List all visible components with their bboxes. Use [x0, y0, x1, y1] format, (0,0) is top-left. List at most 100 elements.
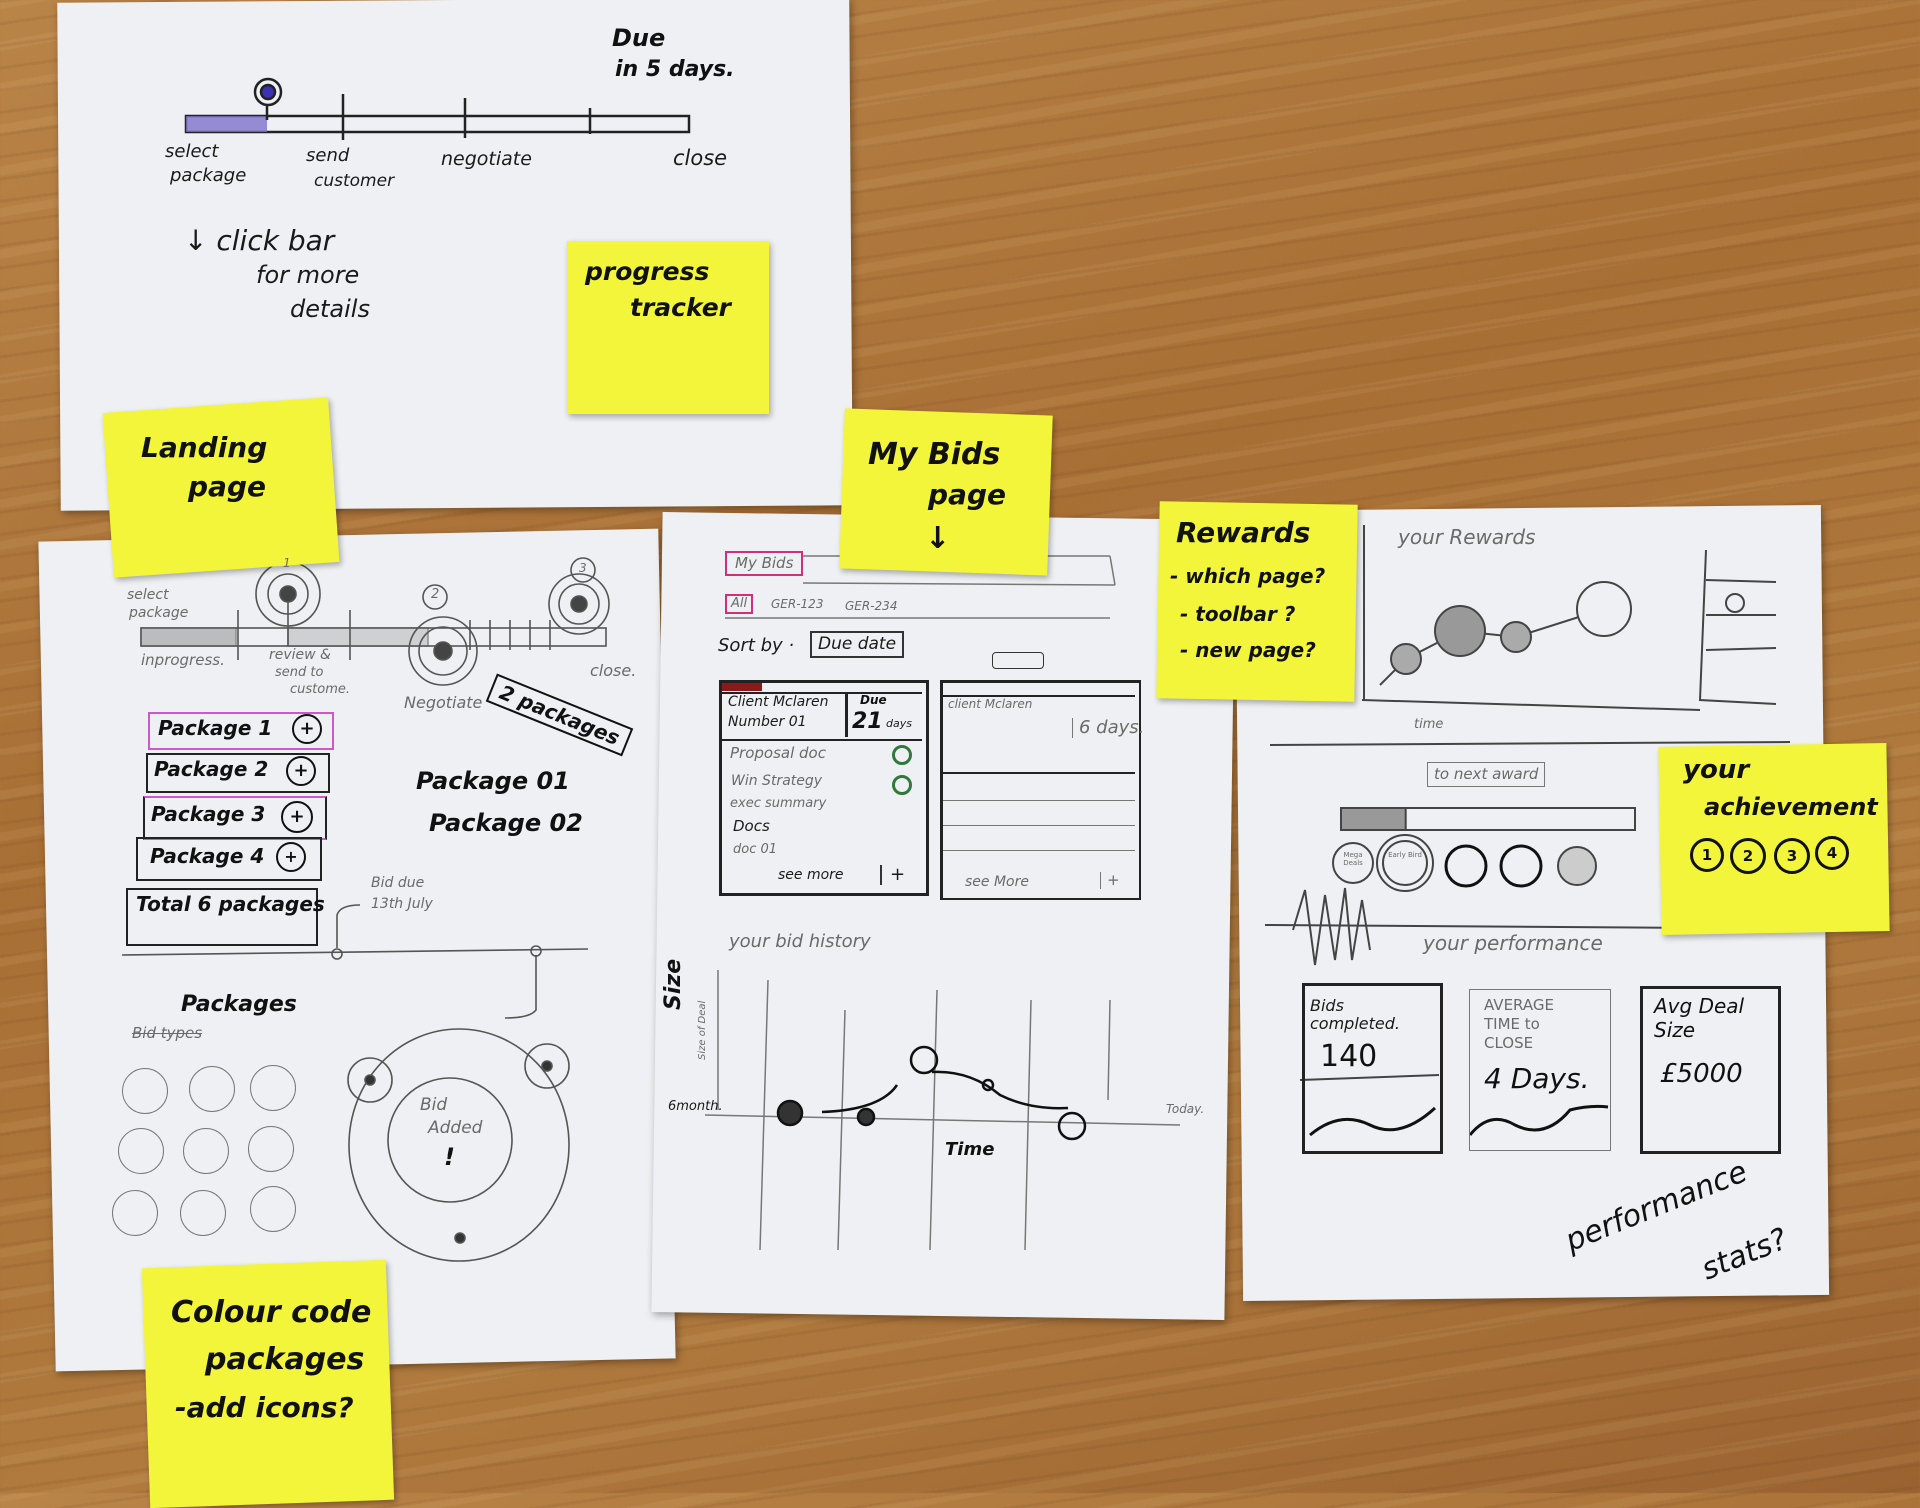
stage-label-negotiate[interactable]: negotiate — [441, 148, 532, 170]
package-icon[interactable] — [112, 1190, 158, 1236]
bid-card-2-row — [943, 825, 1135, 826]
sticky-mybids-line2: page — [928, 478, 1006, 511]
package-icon[interactable] — [250, 1186, 296, 1232]
add-package-button[interactable]: + — [281, 801, 313, 833]
package-icon[interactable] — [118, 1128, 164, 1174]
add-package-button[interactable]: + — [286, 756, 316, 786]
stat-value: £5000 — [1660, 1059, 1743, 1089]
total-packages-box — [126, 888, 318, 946]
achievement-badge-1[interactable]: 1 — [1690, 838, 1724, 872]
package-icon[interactable] — [122, 1068, 168, 1114]
package-row[interactable] — [146, 753, 330, 793]
click-bar-note-3: details — [290, 295, 370, 323]
stage-label-select[interactable]: select — [165, 141, 219, 162]
bid-card-flag — [722, 683, 762, 691]
bid-card-2-row — [943, 800, 1135, 801]
sticky-mybids-arrow: ↓ — [925, 521, 951, 556]
marker-3[interactable]: 3 — [579, 561, 587, 575]
landing-label-package: package — [129, 605, 189, 621]
landing-label-close: close. — [590, 661, 637, 680]
sticky-landing-line2: page — [188, 470, 266, 503]
packages-heading: Packages — [181, 992, 297, 1017]
bid-card-2-header — [943, 695, 1135, 774]
stat-label: Avg Deal Size — [1654, 994, 1745, 1042]
bid-card-2[interactable] — [940, 680, 1141, 900]
add-package-button[interactable]: + — [276, 842, 306, 872]
landing-label-send: send to — [275, 665, 324, 680]
sticky-progress-tracker — [567, 241, 769, 414]
bid-card-2-row — [943, 850, 1135, 851]
package-icon[interactable] — [250, 1065, 296, 1111]
marker-1[interactable]: 1 — [283, 556, 291, 570]
badge-early-bird[interactable]: Early Bird — [1388, 851, 1422, 859]
bid-history-title: your bid history — [729, 931, 871, 952]
stage-label-customer[interactable]: customer — [314, 171, 395, 191]
package-row[interactable] — [148, 712, 334, 750]
stage-label-close[interactable]: close — [673, 146, 728, 170]
sticky-colour-line2: packages — [205, 1342, 365, 1377]
landing-label-select: select — [127, 587, 169, 603]
marker-2[interactable]: 2 — [431, 587, 440, 602]
stat-value: 140 — [1320, 1039, 1378, 1074]
bid-card-due-label: Due — [860, 693, 887, 707]
bid-card-divider — [845, 692, 848, 737]
package-row-label: Package 2 — [154, 757, 269, 781]
bid-card-2-add-button[interactable]: + — [1100, 872, 1120, 889]
tab-ger-123[interactable]: GER-123 — [771, 597, 824, 611]
click-bar-note-2: for more — [256, 261, 360, 289]
struck-bid-types: Bid types — [132, 1024, 203, 1042]
sticky-achievement-line1: your — [1683, 755, 1750, 785]
sort-by-select[interactable]: Due date — [810, 631, 905, 658]
package-icon[interactable] — [189, 1066, 235, 1112]
sticky-rewards-q3: - new page? — [1180, 638, 1316, 662]
stat-value: 4 Days. — [1484, 1062, 1590, 1095]
stat-card-bids-completed — [1302, 983, 1443, 1154]
package-icon[interactable] — [183, 1128, 229, 1174]
stage-label-send[interactable]: send — [306, 145, 350, 166]
bid-added-exclaim: ! — [444, 1143, 455, 1171]
achievement-badge-4[interactable]: 4 — [1815, 836, 1849, 870]
check-icon — [892, 745, 912, 765]
add-doc-button[interactable]: + — [880, 865, 905, 885]
package-row-label: Package 3 — [151, 802, 266, 826]
add-package-button[interactable]: + — [292, 714, 322, 744]
stat-card-average-time — [1469, 989, 1611, 1151]
stat-card-avg-deal-size — [1640, 986, 1781, 1154]
landing-label-negotiate: Negotiate — [404, 693, 483, 712]
bid-card-due-unit: days — [886, 717, 912, 730]
sticky-mybids-line1: My Bids — [868, 437, 1001, 472]
package-row[interactable] — [136, 837, 322, 881]
stage-label-package[interactable]: package — [170, 165, 247, 186]
landing-label-review: review & — [269, 647, 331, 663]
bid-docs-label: Docs — [733, 817, 770, 835]
bid-card-1[interactable] — [719, 680, 929, 896]
due-in-days: in 5 days. — [615, 57, 735, 82]
package-icon[interactable] — [248, 1126, 294, 1172]
tab-ger-234[interactable]: GER-234 — [845, 599, 898, 613]
achievement-badge-3[interactable]: 3 — [1774, 838, 1810, 874]
bid-card-header — [722, 692, 922, 741]
achievement-badge-2[interactable]: 2 — [1730, 838, 1766, 874]
performance-title: your performance — [1423, 931, 1603, 955]
bid-history-x-label: Time — [945, 1139, 995, 1160]
sticky-achievement-line2: achievement — [1704, 793, 1878, 821]
bid-card-2-see-more[interactable]: see More — [965, 874, 1029, 890]
badge-mega-deals[interactable]: Mega Deals — [1343, 851, 1363, 867]
tab-all[interactable]: All — [725, 594, 754, 615]
package-row[interactable] — [143, 796, 327, 840]
bid-added-line1: Bid — [420, 1095, 448, 1115]
bid-item-proposal[interactable]: Proposal doc — [730, 744, 826, 762]
next-award-label: to next award — [1427, 762, 1546, 787]
tooltip-bubble — [992, 652, 1044, 669]
sticky-rewards-title: Rewards — [1176, 516, 1311, 549]
bid-due-label: Bid due — [371, 875, 425, 891]
bid-item-exec-summary[interactable]: exec summary — [730, 796, 827, 811]
stat-label: AVERAGE TIME to CLOSE — [1484, 996, 1554, 1052]
my-bids-title: My Bids — [725, 551, 804, 576]
see-more-link[interactable]: see more — [778, 867, 844, 883]
sort-by-label: Sort by · — [718, 635, 795, 656]
package-icon[interactable] — [180, 1190, 226, 1236]
bid-item-win-strategy[interactable]: Win Strategy — [731, 773, 823, 789]
bid-card-due-value: 21 — [852, 709, 883, 734]
bid-doc-01[interactable]: doc 01 — [733, 842, 778, 857]
